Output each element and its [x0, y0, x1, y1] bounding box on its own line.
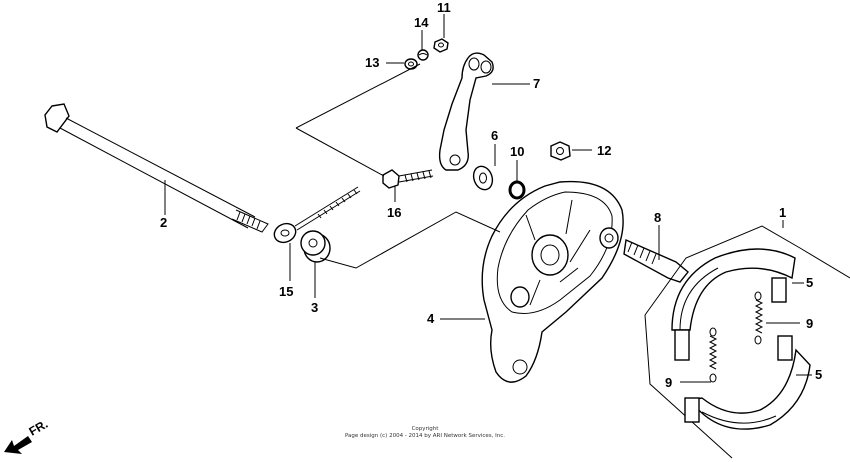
- callout-15[interactable]: 15: [279, 284, 293, 299]
- part-15-rod[interactable]: [271, 186, 361, 246]
- part-11-nut[interactable]: [433, 38, 449, 53]
- callout-3[interactable]: 3: [311, 300, 318, 315]
- part-3-spacer[interactable]: [300, 230, 331, 263]
- callout-14[interactable]: 14: [414, 15, 429, 30]
- arrow-down-left-icon: [4, 436, 32, 454]
- part-6-washer[interactable]: [470, 164, 495, 193]
- front-label: FR.: [27, 417, 51, 439]
- callout-16[interactable]: 16: [387, 205, 401, 220]
- callout-12[interactable]: 12: [597, 143, 611, 158]
- copyright-line-1: Copyright: [411, 426, 439, 432]
- leader-lines: [164, 14, 812, 383]
- callout-1[interactable]: 1: [779, 205, 786, 220]
- part-1-shoe-set: [644, 225, 850, 459]
- part-4-brake-panel[interactable]: [481, 180, 624, 383]
- callout-2[interactable]: 2: [160, 215, 167, 230]
- part-2-axle[interactable]: [44, 103, 269, 233]
- part-5-lower-shoe[interactable]: [684, 335, 811, 430]
- bracket-line: [319, 211, 501, 269]
- callout-8[interactable]: 8: [654, 210, 661, 225]
- part-16-bolt[interactable]: [382, 169, 434, 189]
- part-12-nut[interactable]: [550, 141, 571, 161]
- copyright-notice: Copyright Page design (c) 2004 - 2014 by…: [300, 426, 550, 440]
- copyright-line-2: Page design (c) 2004 - 2014 by ARI Netwo…: [344, 433, 506, 439]
- part-13-washer[interactable]: [404, 58, 418, 70]
- part-14-spring-washer[interactable]: [417, 49, 429, 61]
- callout-10[interactable]: 10: [510, 144, 524, 159]
- part-7-brake-arm[interactable]: [438, 52, 494, 171]
- callout-13[interactable]: 13: [365, 55, 379, 70]
- part-8-brake-cam[interactable]: [623, 238, 689, 283]
- callout-9-upper[interactable]: 9: [806, 316, 813, 331]
- callout-11[interactable]: 11: [437, 0, 451, 15]
- callout-5-lower[interactable]: 5: [815, 367, 822, 382]
- bracket-line: [295, 63, 421, 129]
- callout-7[interactable]: 7: [533, 76, 540, 91]
- part-5-upper-shoe[interactable]: [671, 248, 796, 361]
- part-9-spring-lower[interactable]: [708, 327, 718, 383]
- bracket-line: [295, 127, 385, 177]
- callout-9-lower[interactable]: 9: [665, 375, 672, 390]
- callout-4[interactable]: 4: [427, 311, 435, 326]
- front-direction-indicator: FR.: [4, 417, 51, 454]
- callout-5-upper[interactable]: 5: [806, 275, 813, 290]
- part-9-spring-upper[interactable]: [754, 291, 764, 345]
- callout-6[interactable]: 6: [491, 128, 498, 143]
- part-10-o-ring[interactable]: [508, 180, 526, 200]
